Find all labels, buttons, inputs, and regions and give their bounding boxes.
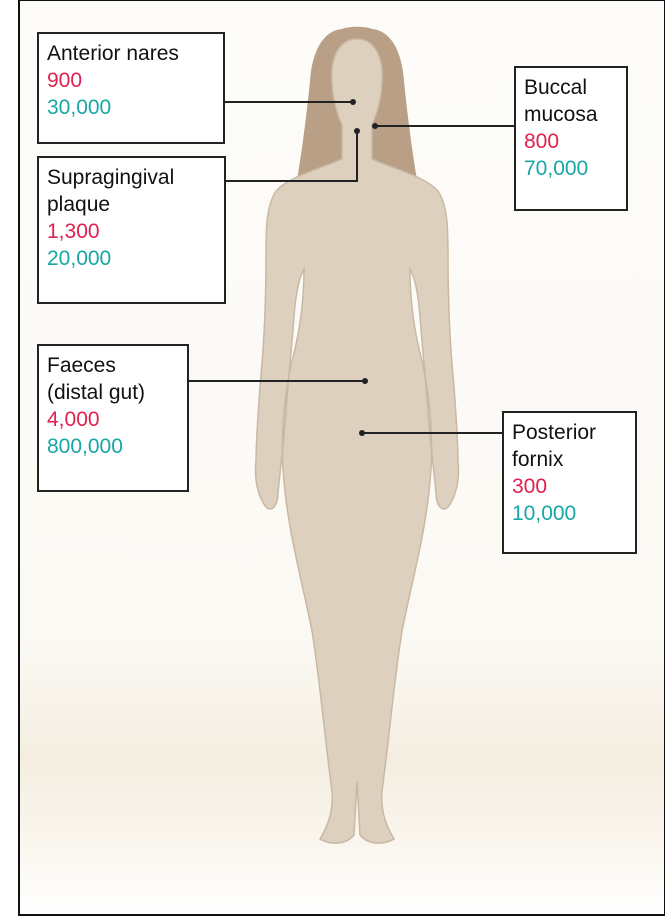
site-value-1: 900 [47, 67, 215, 94]
site-name: Buccal mucosa [524, 74, 618, 128]
point-supragingival-plaque [354, 128, 360, 134]
label-buccal-mucosa: Buccal mucosa 800 70,000 [514, 66, 628, 211]
label-faeces: Faeces (distal gut) 4,000 800,000 [37, 344, 189, 492]
point-faeces [362, 378, 368, 384]
site-value-2: 30,000 [47, 94, 215, 121]
label-posterior-fornix: Posterior fornix 300 10,000 [502, 411, 637, 554]
site-value-1: 1,300 [47, 218, 216, 245]
site-value-2: 20,000 [47, 245, 216, 272]
site-value-2: 800,000 [47, 433, 179, 460]
point-posterior-fornix [359, 430, 365, 436]
site-value-2: 70,000 [524, 155, 618, 182]
site-name: Anterior nares [47, 40, 215, 67]
label-anterior-nares: Anterior nares 900 30,000 [37, 32, 225, 144]
point-buccal-mucosa [372, 123, 378, 129]
point-anterior-nares [350, 99, 356, 105]
site-name: Posterior fornix [512, 419, 627, 473]
site-value-1: 300 [512, 473, 627, 500]
site-name: Supragingival plaque [47, 164, 216, 218]
site-name: Faeces (distal gut) [47, 352, 179, 406]
site-value-2: 10,000 [512, 500, 627, 527]
figure-frame: Anterior nares 900 30,000 Buccal mucosa … [18, 0, 665, 916]
site-value-1: 800 [524, 128, 618, 155]
label-supragingival-plaque: Supragingival plaque 1,300 20,000 [37, 156, 226, 304]
site-value-1: 4,000 [47, 406, 179, 433]
